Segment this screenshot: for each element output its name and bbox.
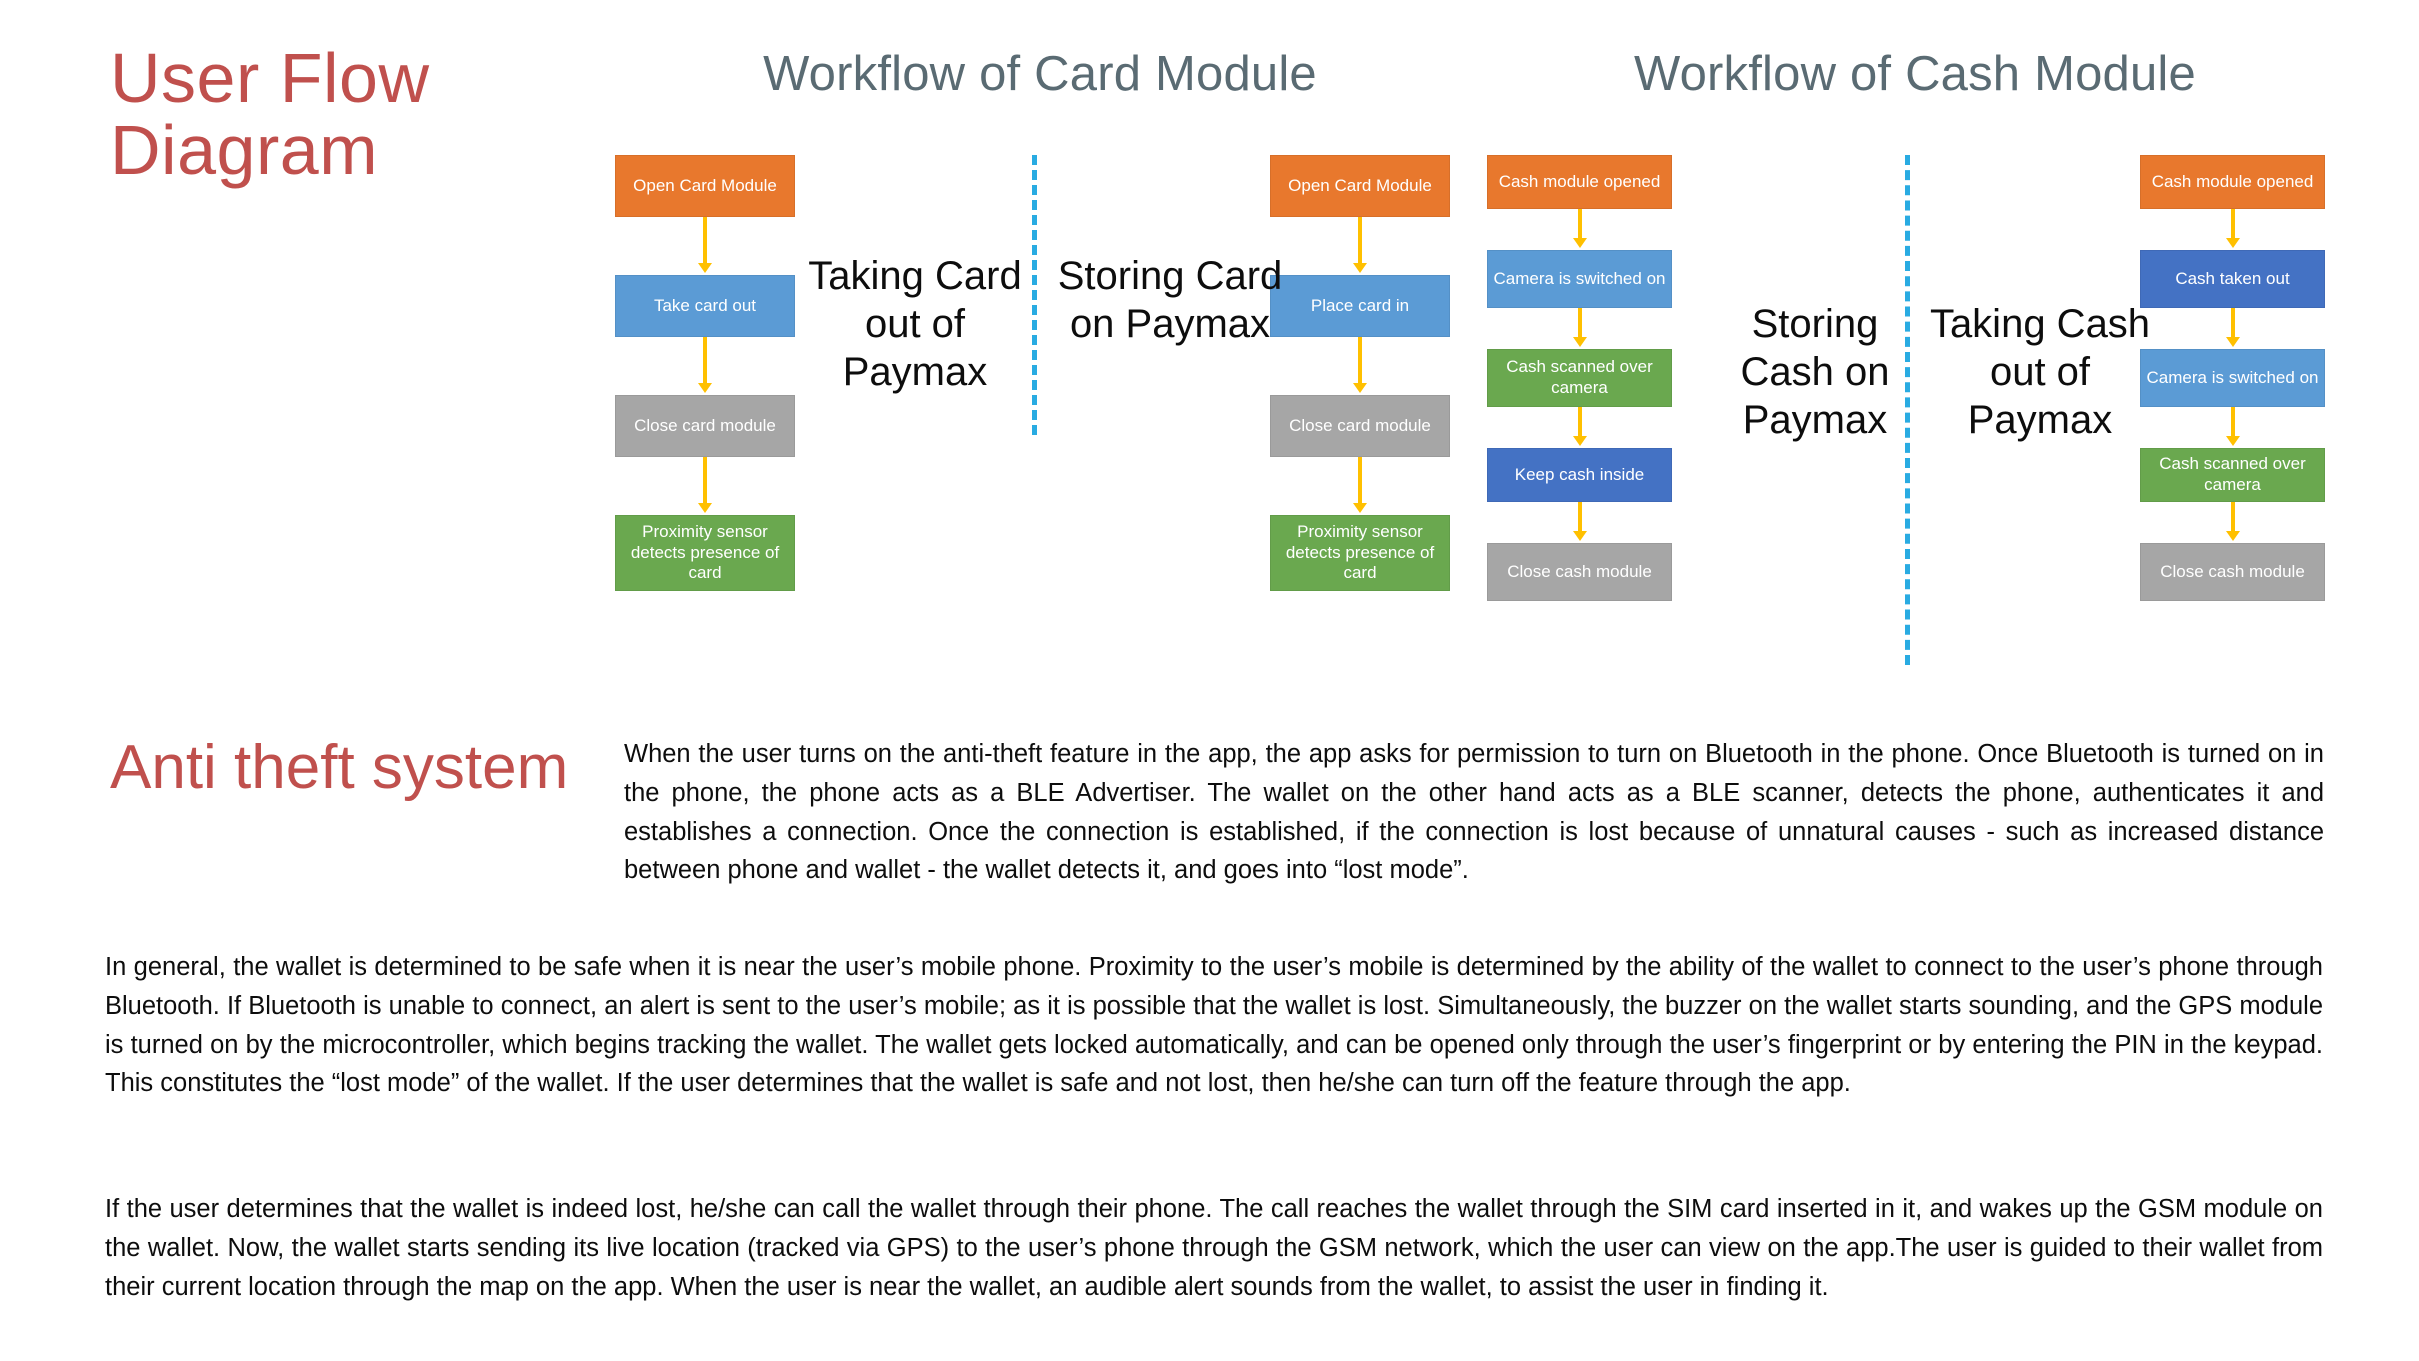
flow-step-box: Proximity sensor detects presence of car… — [615, 515, 795, 591]
flow-arrow-icon — [2230, 502, 2235, 532]
flow-step-box: Take card out — [615, 275, 795, 337]
flow-step-box: Cash module opened — [1487, 155, 1672, 209]
flow-arrow-icon — [1577, 308, 1582, 338]
anti-theft-lost-paragraph: If the user determines that the wallet i… — [105, 1195, 2323, 1301]
workflow-cash-heading: Workflow of Cash Module — [1634, 47, 2196, 101]
flow-step-box: Proximity sensor detects presence of car… — [1270, 515, 1450, 591]
anti-theft-intro-paragraph: When the user turns on the anti-theft fe… — [624, 740, 2324, 885]
flow-step-box: Keep cash inside — [1487, 448, 1672, 502]
flow-step-box: Camera is switched on — [1487, 250, 1672, 308]
flow-arrow-icon — [1358, 337, 1362, 384]
flow-arrow-icon — [2230, 308, 2235, 338]
flow-step-box: Place card in — [1270, 275, 1450, 337]
page-title: User Flow Diagram — [110, 39, 430, 190]
flow-label: Storing Card on Paymax — [1057, 254, 1283, 346]
flow-step-box: Cash scanned over camera — [2140, 448, 2325, 502]
flow-arrow-icon — [2230, 209, 2235, 239]
flow-arrow-icon — [1577, 407, 1582, 437]
flow-label: Storing Cash on Paymax — [1740, 302, 1890, 442]
flow-arrow-icon — [1577, 209, 1582, 239]
flow-step-box: Cash scanned over camera — [1487, 349, 1672, 407]
workflow-card-heading: Workflow of Card Module — [763, 47, 1317, 101]
flow-step-box: Cash module opened — [2140, 155, 2325, 209]
flow-step-box: Close cash module — [2140, 543, 2325, 601]
flow-arrow-icon — [703, 337, 707, 384]
section-divider — [1032, 155, 1037, 435]
flow-arrow-icon — [703, 457, 707, 504]
flow-arrow-icon — [703, 217, 707, 264]
flow-arrow-icon — [1577, 502, 1582, 532]
flow-step-box: Camera is switched on — [2140, 349, 2325, 407]
flow-step-box: Cash taken out — [2140, 250, 2325, 308]
flow-step-box: Close card module — [1270, 395, 1450, 457]
flow-label: Taking Card out of Paymax — [808, 254, 1022, 394]
flow-arrow-icon — [1358, 217, 1362, 264]
flow-step-box: Close card module — [615, 395, 795, 457]
flow-step-box: Open Card Module — [1270, 155, 1450, 217]
flow-step-box: Open Card Module — [615, 155, 795, 217]
anti-theft-general-paragraph: In general, the wallet is determined to … — [105, 953, 2323, 1098]
flow-label: Taking Cash out of Paymax — [1929, 302, 2151, 442]
flow-arrow-icon — [2230, 407, 2235, 437]
flow-arrow-icon — [1358, 457, 1362, 504]
anti-theft-title: Anti theft system — [110, 733, 569, 802]
flow-step-box: Close cash module — [1487, 543, 1672, 601]
section-divider — [1905, 155, 1910, 665]
